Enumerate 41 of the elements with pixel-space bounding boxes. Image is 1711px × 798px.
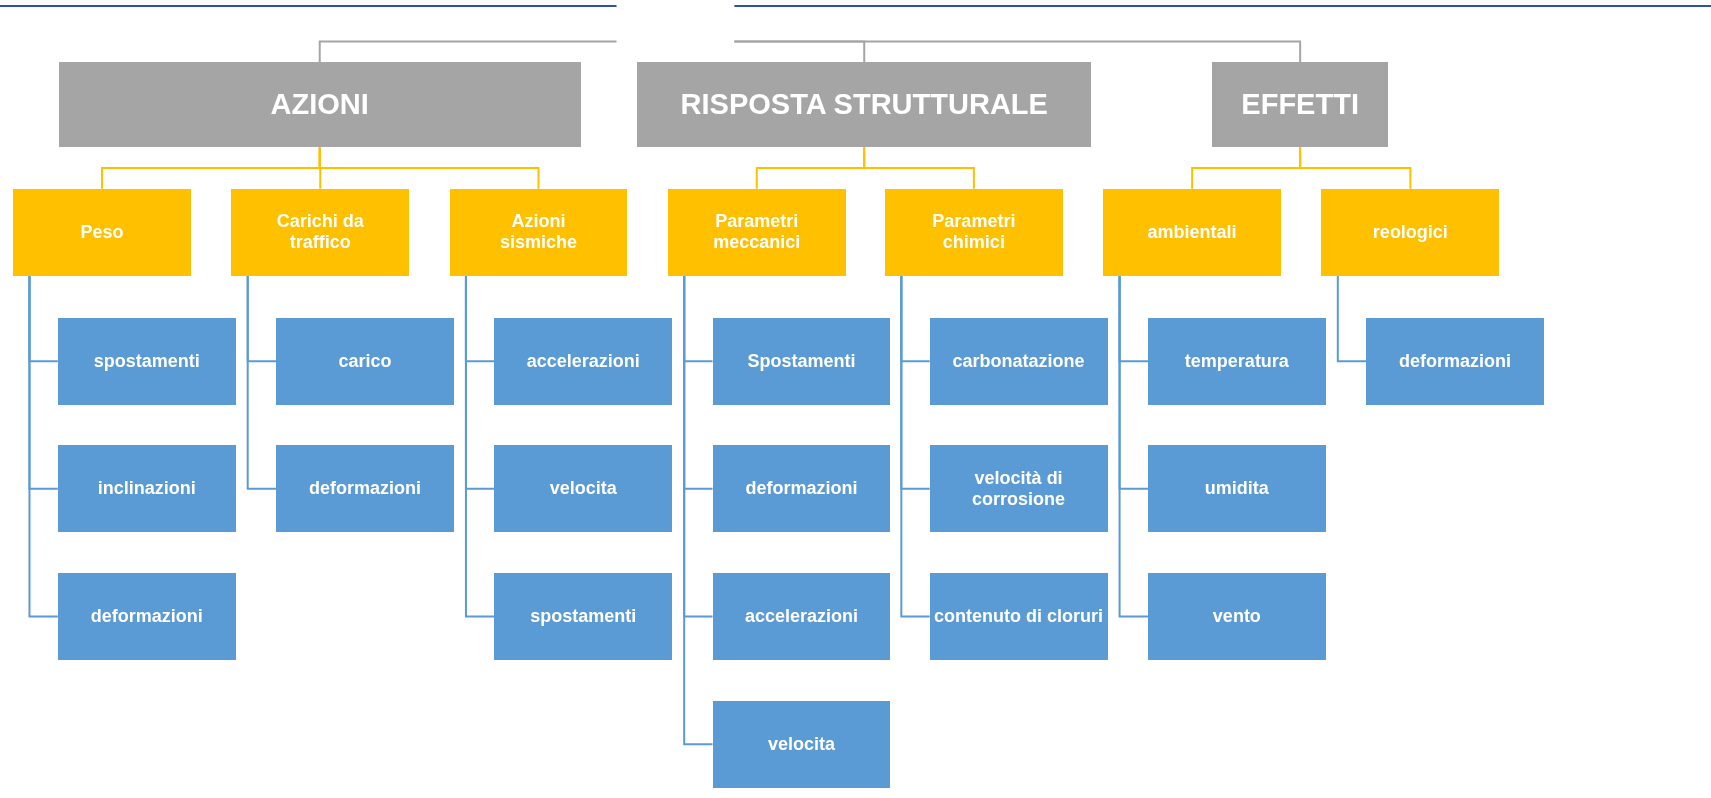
parameter-box: accelerazioni [712,572,891,661]
connector-line [900,275,931,618]
group-box: Carichi da traffico [231,188,410,277]
connector-line [28,275,59,618]
connector-line [318,40,618,64]
connector-line [318,146,540,190]
parameter-box: inclinazioni [57,445,236,533]
parameter-box: velocita [712,700,891,788]
connector-line [733,40,1302,64]
parameter-box: deformazioni [1366,317,1545,405]
parameter-box: deformazioni [57,572,236,661]
group-box: Azioni sismiche [449,188,628,277]
connector-line [683,275,714,746]
connector-line [1299,146,1412,190]
parameter-box: velocita [494,445,673,533]
parameter-box: carbonatazione [929,317,1108,405]
group-box: ambientali [1103,188,1282,277]
connector-line [464,275,496,618]
parameter-box: spostamenti [57,317,236,405]
parameter-box: deformazioni [712,445,891,533]
parameter-box: umidita [1147,445,1326,533]
parameter-box: velocità di corrosione [929,445,1108,533]
group-box: reologici [1321,188,1500,277]
group-box: Peso [13,188,191,277]
category-box: RISPOSTA STRUTTURALE [637,62,1092,148]
group-box: Parametri meccanici [667,188,846,277]
group-box: Parametri chimici [884,188,1063,277]
connector-line [1336,275,1368,363]
parameter-box: deformazioni [276,445,454,533]
parameter-box: contenuto di cloruri [929,572,1108,661]
parameter-box: carico [276,317,454,405]
category-box: AZIONI [58,62,581,148]
parameter-box: Spostamenti [712,317,891,405]
parameter-box: accelerazioni [494,317,673,405]
category-box: EFFETTI [1212,62,1388,148]
parameter-box: spostamenti [494,572,673,661]
connector-line [1118,275,1149,618]
connector-line [863,146,975,190]
connector-line [246,275,278,490]
parameter-box: vento [1147,572,1326,661]
parameter-box: temperatura [1147,317,1326,405]
